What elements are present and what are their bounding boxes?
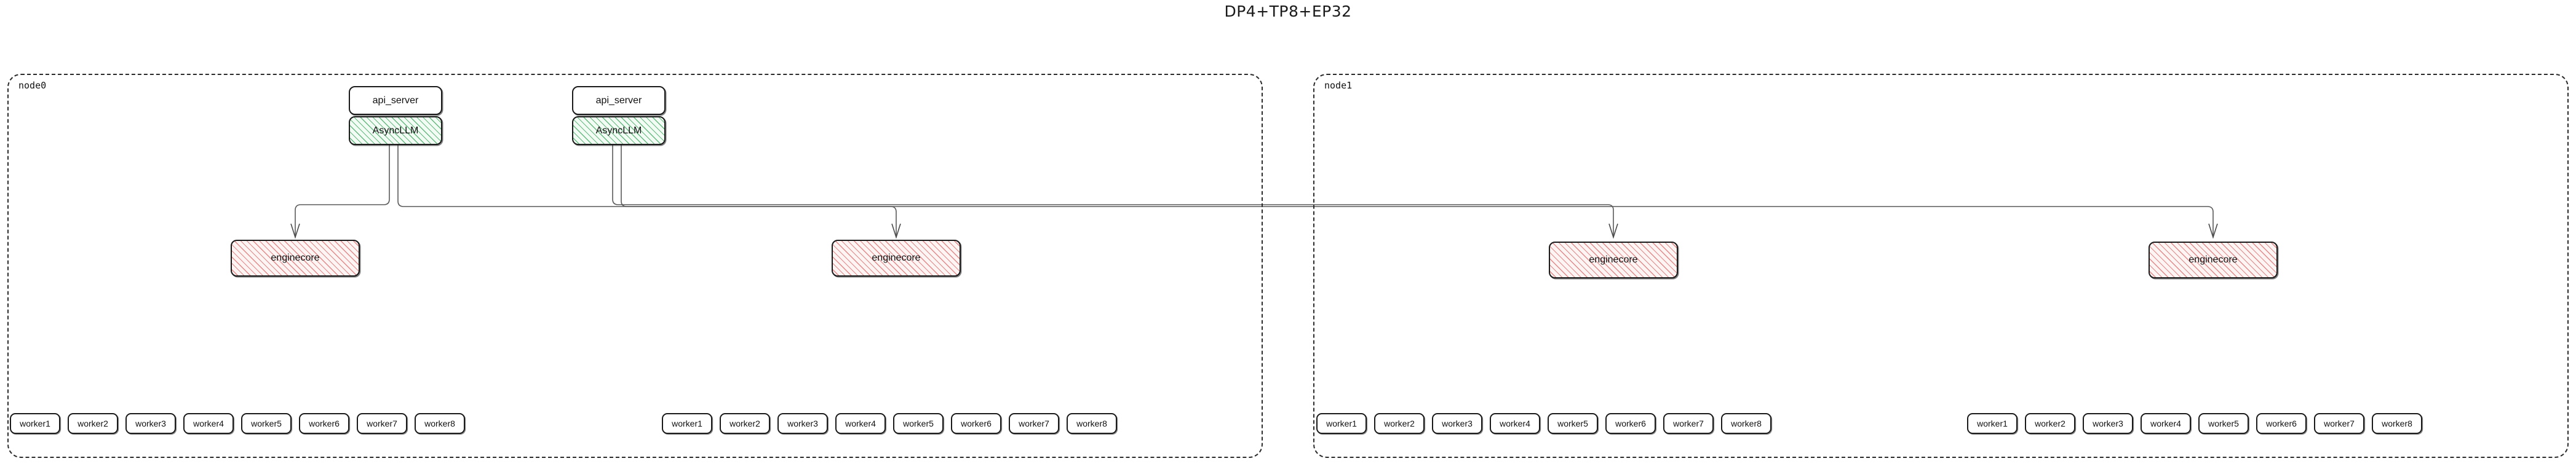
- worker-box-node0-wg0-3-label: worker3: [135, 419, 166, 428]
- api-server-box-node0-srv1[interactable]: api_server: [572, 86, 666, 115]
- worker-box-node1-wg0-1[interactable]: worker1: [1316, 413, 1367, 434]
- worker-box-node1-wg0-3-label: worker3: [1442, 419, 1473, 428]
- worker-box-node0-wg1-4-label: worker4: [845, 419, 876, 428]
- asyncllm-box-node0-srv0[interactable]: AsyncLLM: [349, 116, 442, 145]
- worker-box-node0-wg1-7-label: worker7: [1019, 419, 1049, 428]
- worker-box-node1-wg1-1-label: worker1: [1977, 419, 2008, 428]
- worker-box-node1-wg0-6-label: worker6: [1615, 419, 1646, 428]
- worker-box-node1-wg0-5[interactable]: worker5: [1548, 413, 1598, 434]
- worker-box-node0-wg0-8[interactable]: worker8: [415, 413, 465, 434]
- worker-box-node1-wg1-7-label: worker7: [2324, 419, 2355, 428]
- worker-box-node0-wg1-6-label: worker6: [961, 419, 992, 428]
- worker-box-node1-wg1-4-label: worker4: [2150, 419, 2181, 428]
- enginecore-box-node1-eng1-label: enginecore: [2188, 254, 2238, 265]
- enginecore-box-node1-eng1[interactable]: enginecore: [2149, 242, 2278, 278]
- worker-box-node0-wg0-6[interactable]: worker6: [299, 413, 349, 434]
- worker-box-node0-wg1-2[interactable]: worker2: [720, 413, 770, 434]
- worker-box-node0-wg1-7[interactable]: worker7: [1009, 413, 1059, 434]
- api-server-box-node0-srv1-label: api_server: [595, 95, 642, 106]
- worker-box-node0-wg1-5[interactable]: worker5: [893, 413, 944, 434]
- worker-box-node0-wg1-4[interactable]: worker4: [835, 413, 886, 434]
- worker-box-node1-wg1-8[interactable]: worker8: [2372, 413, 2422, 434]
- worker-box-node1-wg0-1-label: worker1: [1326, 419, 1357, 428]
- worker-box-node0-wg0-3[interactable]: worker3: [125, 413, 176, 434]
- worker-box-node1-wg0-6[interactable]: worker6: [1605, 413, 1656, 434]
- worker-box-node0-wg0-1-label: worker1: [20, 419, 50, 428]
- worker-box-node1-wg0-5-label: worker5: [1557, 419, 1588, 428]
- worker-box-node1-wg0-4[interactable]: worker4: [1490, 413, 1540, 434]
- node-label-node0: node0: [18, 80, 47, 91]
- worker-box-node0-wg0-6-label: worker6: [309, 419, 340, 428]
- worker-box-node1-wg1-3[interactable]: worker3: [2083, 413, 2133, 434]
- worker-box-node1-wg1-4[interactable]: worker4: [2141, 413, 2191, 434]
- worker-box-node1-wg1-2-label: worker2: [2035, 419, 2065, 428]
- worker-box-node0-wg0-5-label: worker5: [251, 419, 282, 428]
- worker-box-node0-wg1-1[interactable]: worker1: [662, 413, 712, 434]
- worker-box-node0-wg1-3[interactable]: worker3: [777, 413, 828, 434]
- api-server-box-node0-srv0[interactable]: api_server: [349, 86, 442, 115]
- asyncllm-box-node0-srv1[interactable]: AsyncLLM: [572, 116, 666, 145]
- worker-box-node1-wg1-5[interactable]: worker5: [2198, 413, 2249, 434]
- worker-box-node1-wg0-8[interactable]: worker8: [1721, 413, 1771, 434]
- worker-box-node1-wg0-4-label: worker4: [1500, 419, 1530, 428]
- worker-box-node0-wg0-2-label: worker2: [78, 419, 108, 428]
- worker-box-node0-wg0-8-label: worker8: [424, 419, 455, 428]
- api-server-box-node0-srv0-label: api_server: [372, 95, 419, 106]
- worker-box-node1-wg1-8-label: worker8: [2382, 419, 2412, 428]
- worker-box-node0-wg1-1-label: worker1: [672, 419, 702, 428]
- asyncllm-box-node0-srv0-label: AsyncLLM: [372, 125, 419, 136]
- enginecore-box-node0-eng0[interactable]: enginecore: [231, 240, 360, 277]
- worker-box-node0-wg1-8-label: worker8: [1076, 419, 1107, 428]
- worker-box-node0-wg1-8[interactable]: worker8: [1067, 413, 1117, 434]
- worker-box-node0-wg0-4-label: worker4: [193, 419, 224, 428]
- enginecore-box-node1-eng0[interactable]: enginecore: [1549, 242, 1678, 278]
- worker-box-node0-wg0-2[interactable]: worker2: [68, 413, 118, 434]
- asyncllm-box-node0-srv1-label: AsyncLLM: [595, 125, 642, 136]
- node-cluster-node0: [7, 74, 1263, 458]
- worker-box-node1-wg1-7[interactable]: worker7: [2314, 413, 2364, 434]
- worker-box-node0-wg1-6[interactable]: worker6: [951, 413, 1001, 434]
- worker-box-node0-wg1-5-label: worker5: [903, 419, 934, 428]
- worker-box-node1-wg1-1[interactable]: worker1: [1967, 413, 2017, 434]
- worker-box-node1-wg1-6[interactable]: worker6: [2256, 413, 2307, 434]
- worker-box-node0-wg0-1[interactable]: worker1: [10, 413, 60, 434]
- worker-box-node1-wg1-5-label: worker5: [2208, 419, 2239, 428]
- worker-box-node1-wg0-2[interactable]: worker2: [1374, 413, 1425, 434]
- worker-box-node1-wg1-2[interactable]: worker2: [2025, 413, 2075, 434]
- worker-box-node0-wg1-3-label: worker3: [787, 419, 818, 428]
- worker-box-node0-wg0-5[interactable]: worker5: [241, 413, 292, 434]
- node-cluster-node1: [1313, 74, 2569, 458]
- worker-box-node0-wg1-2-label: worker2: [729, 419, 760, 428]
- worker-box-node1-wg1-6-label: worker6: [2266, 419, 2297, 428]
- worker-box-node0-wg0-4[interactable]: worker4: [183, 413, 234, 434]
- worker-box-node1-wg0-7-label: worker7: [1673, 419, 1704, 428]
- node-label-node1: node1: [1324, 80, 1353, 91]
- enginecore-box-node0-eng1[interactable]: enginecore: [832, 240, 961, 277]
- enginecore-box-node0-eng0-label: enginecore: [271, 253, 320, 263]
- worker-box-node1-wg0-8-label: worker8: [1731, 419, 1762, 428]
- enginecore-box-node0-eng1-label: enginecore: [872, 253, 921, 263]
- worker-box-node1-wg0-2-label: worker2: [1384, 419, 1415, 428]
- worker-box-node1-wg1-3-label: worker3: [2093, 419, 2123, 428]
- page-title: DP4+TP8+EP32: [1224, 2, 1352, 20]
- worker-box-node1-wg0-7[interactable]: worker7: [1663, 413, 1714, 434]
- enginecore-box-node1-eng0-label: enginecore: [1589, 254, 1638, 265]
- worker-box-node1-wg0-3[interactable]: worker3: [1432, 413, 1482, 434]
- worker-box-node0-wg0-7[interactable]: worker7: [357, 413, 407, 434]
- worker-box-node0-wg0-7-label: worker7: [367, 419, 397, 428]
